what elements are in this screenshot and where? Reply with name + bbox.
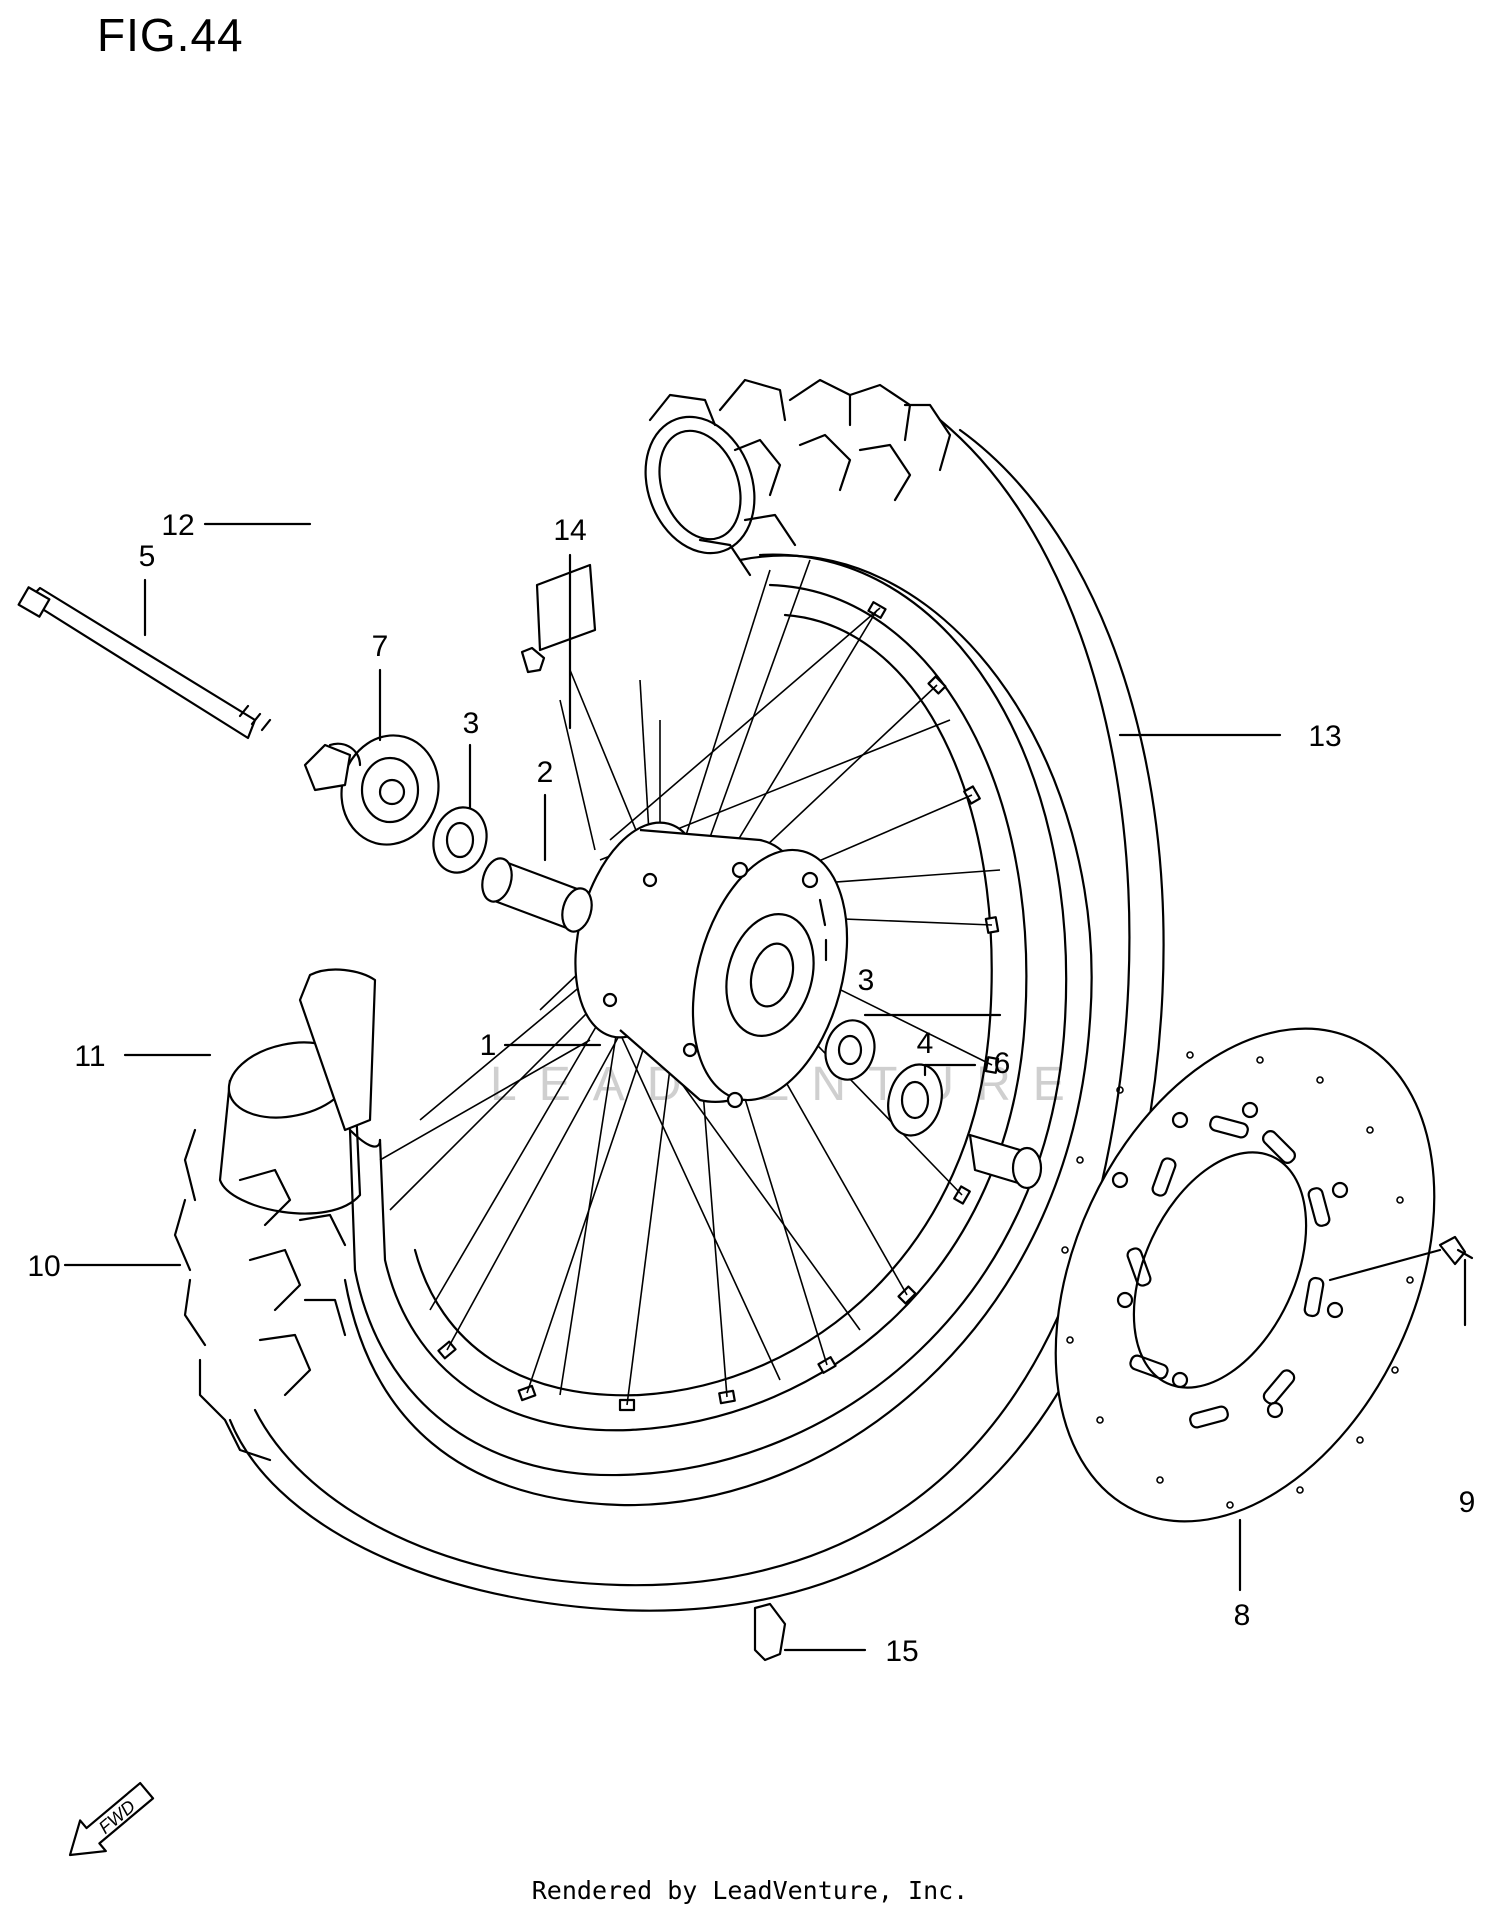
callouts: 5 7 3 2 1 3 4 6 14 13 8 9 12 11 10 15 xyxy=(27,509,1475,1668)
axle xyxy=(17,586,272,740)
tire xyxy=(173,378,1165,1612)
balance-weight xyxy=(753,1602,787,1662)
disc-bolt xyxy=(1438,1235,1474,1266)
spoke-detail xyxy=(520,563,597,674)
callout-11: 11 xyxy=(74,1040,105,1073)
callout-4: 4 xyxy=(917,1027,934,1060)
spacer xyxy=(481,857,593,933)
callout-3b: 3 xyxy=(858,964,875,997)
callout-14: 14 xyxy=(553,514,586,547)
footer-credit: Rendered by LeadVenture, Inc. xyxy=(531,1876,969,1905)
bearing-left xyxy=(432,806,488,874)
bearing-right xyxy=(824,1019,876,1081)
callout-10: 10 xyxy=(27,1250,60,1283)
fwd-arrow: FWD xyxy=(68,1781,155,1857)
callout-7: 7 xyxy=(372,630,389,663)
callout-13: 13 xyxy=(1308,720,1341,753)
callout-6: 6 xyxy=(994,1047,1011,1080)
speedometer-gearbox xyxy=(303,734,440,846)
figure-title: FIG.44 xyxy=(97,9,244,61)
callout-9: 9 xyxy=(1459,1486,1476,1519)
brake-disc xyxy=(1054,1027,1436,1523)
callout-12: 12 xyxy=(161,509,194,542)
leader-lines xyxy=(63,522,1467,1652)
callout-5: 5 xyxy=(139,540,156,573)
callout-1: 1 xyxy=(480,1029,497,1062)
collar xyxy=(968,1133,1043,1190)
hub xyxy=(574,821,849,1109)
callout-15: 15 xyxy=(885,1635,918,1668)
callout-3a: 3 xyxy=(463,707,480,740)
callout-2: 2 xyxy=(537,756,554,789)
callout-8: 8 xyxy=(1234,1599,1251,1632)
